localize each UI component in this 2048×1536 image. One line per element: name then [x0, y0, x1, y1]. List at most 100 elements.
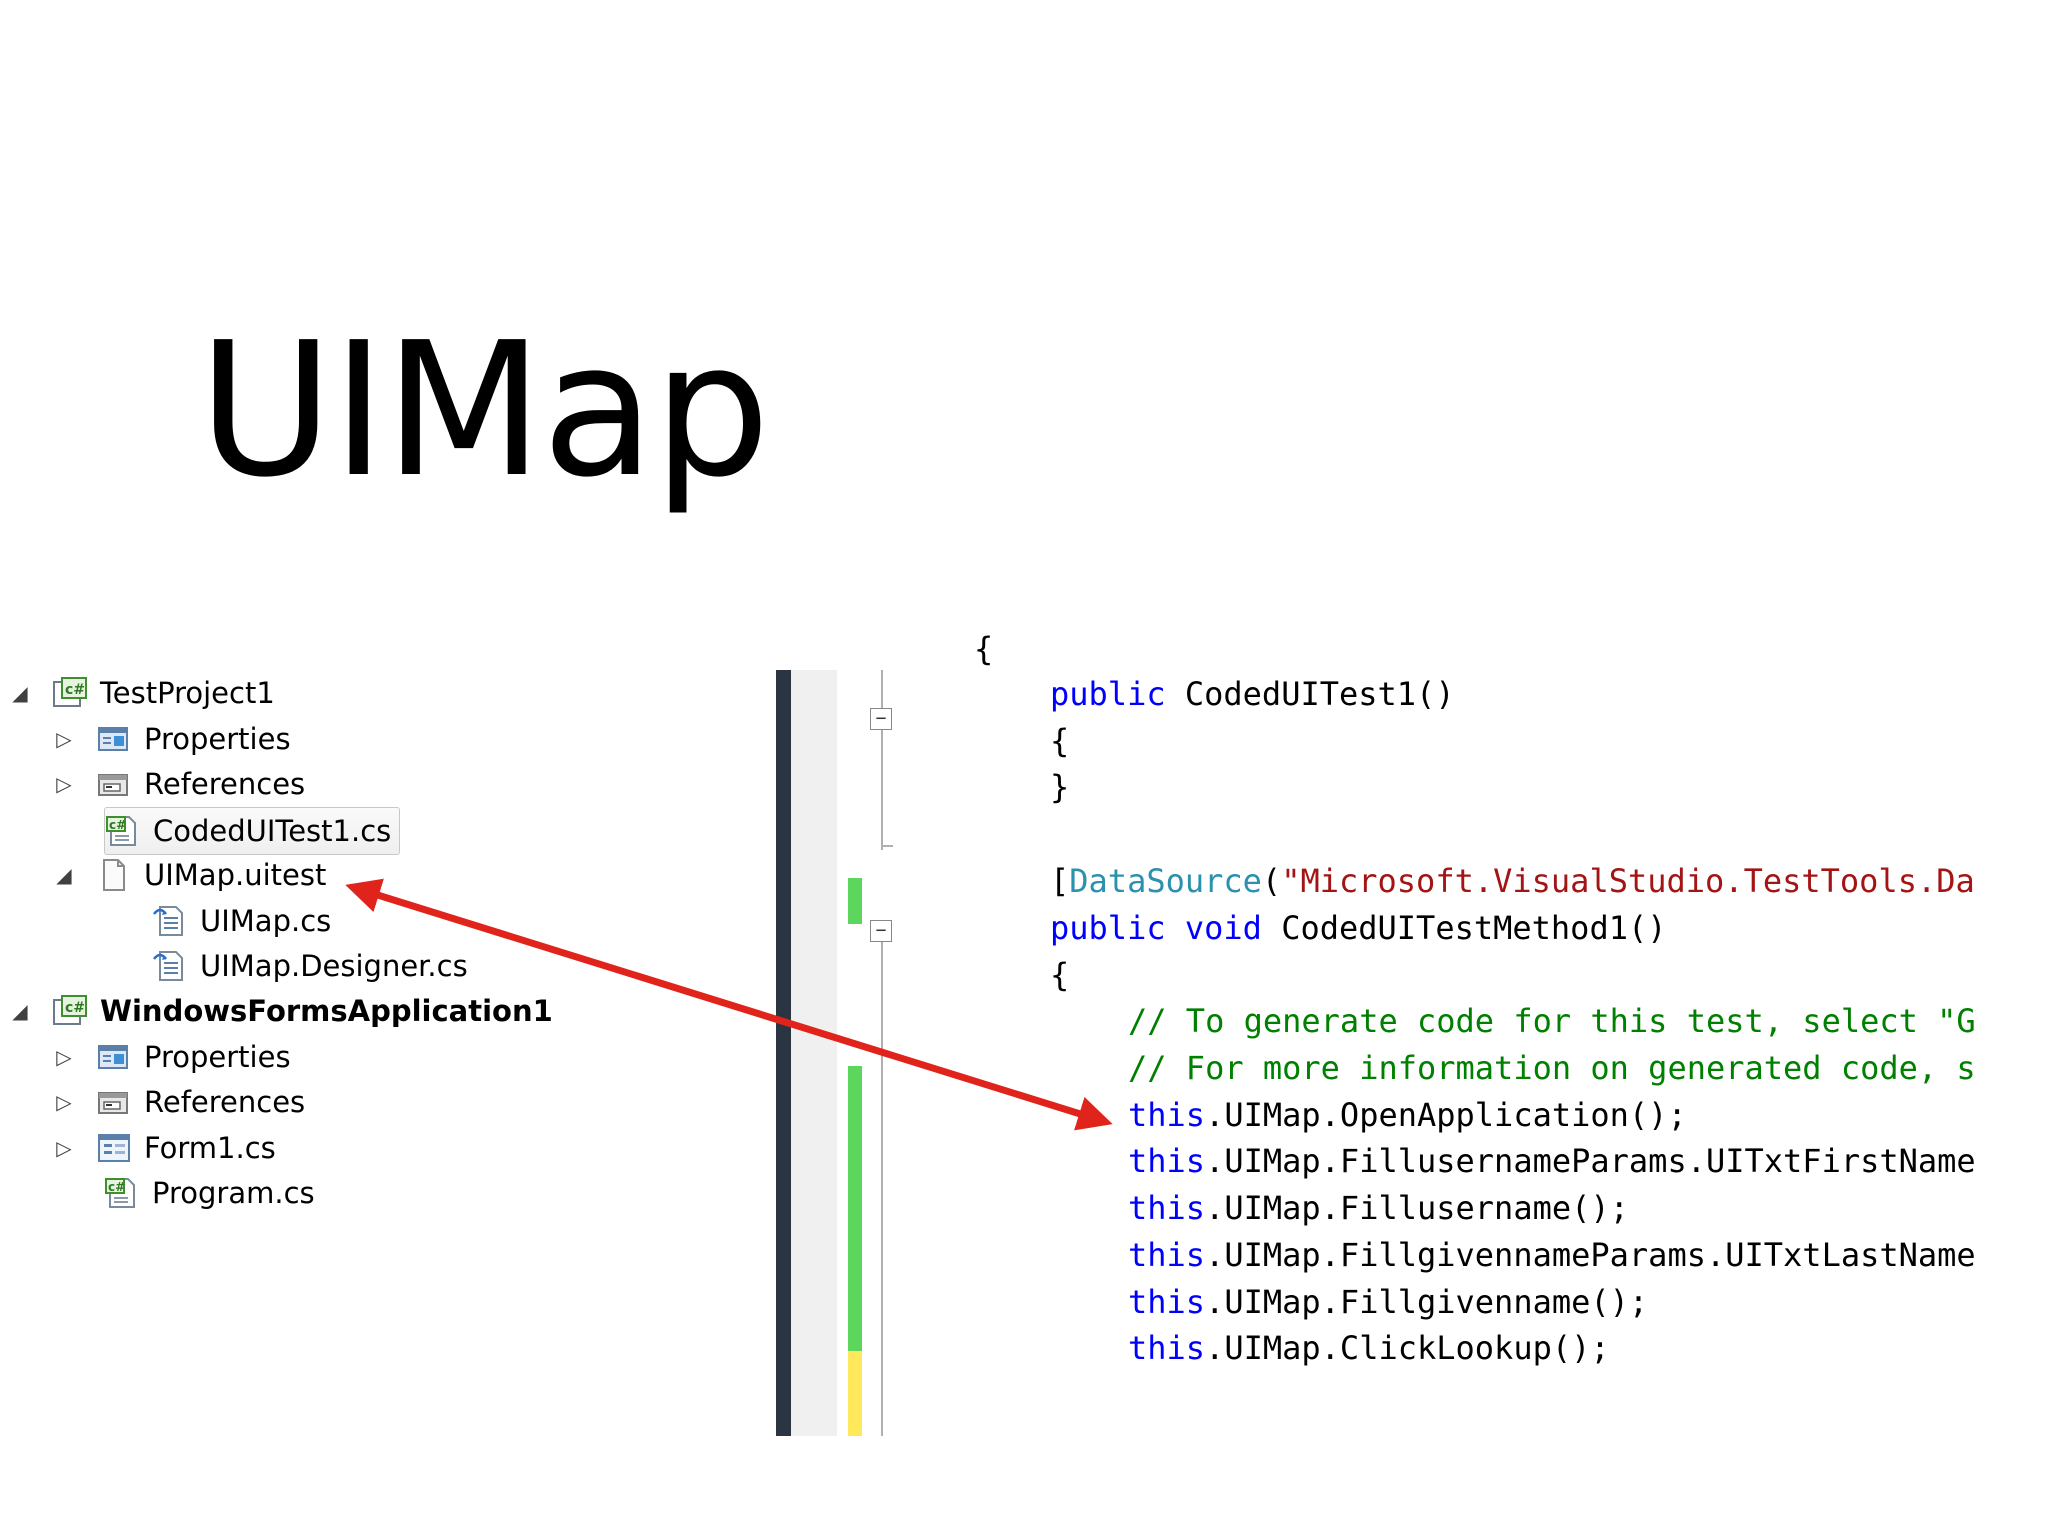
uitest-file-icon [96, 858, 132, 892]
code-token: .UIMap.Fillgivenname(); [1205, 1283, 1649, 1321]
tree-item[interactable]: ▷References [50, 1079, 305, 1125]
code-token: public [1050, 675, 1166, 713]
code-line[interactable]: { [974, 626, 993, 672]
outlining-guide [881, 942, 883, 1436]
tree-item[interactable]: UIMap.cs [152, 898, 331, 944]
code-token: this [1128, 1189, 1206, 1227]
tree-item-label: References [144, 767, 306, 801]
code-token: this [1128, 1329, 1206, 1367]
code-token: this [1128, 1142, 1206, 1180]
code-line[interactable]: this.UIMap.ClickLookup(); [1128, 1325, 1610, 1371]
tree-item-label: UIMap.Designer.cs [200, 949, 468, 983]
code-line[interactable]: { [1050, 952, 1069, 998]
code-token: this [1128, 1236, 1206, 1274]
code-editor[interactable]: { public CodedUITest1() {} [DataSource("Mic… [776, 630, 2008, 1436]
tree-item-label: Properties [144, 1040, 291, 1074]
code-token: } [1050, 768, 1070, 806]
svg-text:c#: c# [65, 682, 85, 698]
code-token: public [1050, 909, 1166, 947]
code-token: .UIMap.Fillusername(); [1205, 1189, 1629, 1227]
tree-item-label: CodedUITest1.cs [153, 814, 392, 848]
code-line[interactable]: this.UIMap.FillusernameParams.UITxtFirst… [1128, 1138, 1976, 1184]
svg-text:c#: c# [108, 1180, 125, 1194]
code-file-icon [152, 949, 188, 983]
tree-item-label: Properties [144, 722, 291, 756]
code-token: .UIMap.ClickLookup(); [1205, 1329, 1610, 1367]
tree-item[interactable]: c# Program.cs [104, 1170, 315, 1216]
outlining-guide [881, 845, 893, 847]
code-token: this [1128, 1096, 1206, 1134]
code-line[interactable]: this.UIMap.Fillusername(); [1128, 1185, 1629, 1231]
tree-item[interactable]: c# CodedUITest1.cs [104, 807, 401, 855]
tree-item-label: Program.cs [152, 1176, 315, 1210]
code-token: CodedUITestMethod1() [1261, 909, 1667, 947]
properties-icon [96, 722, 132, 756]
tree-item[interactable]: ◢ c# TestProject1 [6, 670, 275, 716]
tree-item[interactable]: ◢ c# WindowsFormsApplication1 [6, 988, 553, 1034]
code-line[interactable]: public CodedUITest1() [1050, 671, 1455, 717]
collapsed-arrow-icon[interactable]: ▷ [56, 1045, 72, 1069]
code-line[interactable]: { [1050, 718, 1069, 764]
code-line[interactable]: this.UIMap.FillgivennameParams.UITxtLast… [1128, 1232, 1976, 1278]
collapsed-arrow-icon[interactable]: ▷ [56, 772, 72, 796]
code-token: .UIMap.FillgivennameParams.UITxtLastName [1205, 1236, 1976, 1274]
references-icon [96, 1085, 132, 1119]
csharp-file-icon: c# [104, 1176, 140, 1210]
slide-title: UIMap [198, 302, 770, 518]
outlining-guide [881, 730, 883, 850]
collapsed-arrow-icon[interactable]: ▷ [56, 1090, 72, 1114]
collapse-region-icon[interactable]: − [870, 920, 892, 942]
change-indicator-unsaved [848, 1351, 862, 1436]
collapse-region-icon[interactable]: − [870, 708, 892, 730]
csharp-project-icon: c# [52, 676, 88, 710]
code-token: { [1050, 722, 1070, 760]
code-token: void [1184, 909, 1262, 947]
code-line[interactable]: public void CodedUITestMethod1() [1050, 905, 1667, 951]
code-token: ( [1261, 862, 1282, 900]
change-indicator-saved [848, 878, 862, 924]
code-line[interactable]: } [1050, 764, 1069, 810]
tree-item[interactable]: ▷ Properties [50, 716, 291, 762]
editor-indicator-margin [791, 670, 837, 1436]
tree-item-label: UIMap.cs [200, 904, 332, 938]
code-file-icon [152, 904, 188, 938]
code-token: .UIMap.FillusernameParams.UITxtFirstName [1205, 1142, 1976, 1180]
csharp-file-icon: c# [105, 814, 141, 848]
collapsed-arrow-icon[interactable]: ▷ [56, 1136, 72, 1160]
expanded-arrow-icon[interactable]: ◢ [12, 999, 28, 1023]
code-line[interactable]: // For more information on generated cod… [1128, 1045, 1976, 1091]
svg-text:c#: c# [65, 1000, 85, 1016]
code-line[interactable]: // To generate code for this test, selec… [1128, 998, 1976, 1044]
code-token: "Microsoft.VisualStudio.TestTools.Da [1281, 862, 1975, 900]
code-token [1166, 909, 1185, 947]
code-token: DataSource [1069, 862, 1262, 900]
expanded-arrow-icon[interactable]: ◢ [56, 863, 72, 887]
expanded-arrow-icon[interactable]: ◢ [12, 681, 28, 705]
editor-selection-margin [776, 670, 791, 1436]
code-line[interactable]: [DataSource("Microsoft.VisualStudio.Test… [1050, 858, 1975, 904]
tree-item[interactable]: UIMap.Designer.cs [152, 943, 468, 989]
form-file-icon [96, 1131, 132, 1165]
tree-item-label: TestProject1 [100, 676, 275, 710]
tree-item-label: WindowsFormsApplication1 [100, 994, 553, 1028]
code-token: [ [1050, 862, 1070, 900]
properties-icon [96, 1040, 132, 1074]
tree-item[interactable]: ◢ UIMap.uitest [50, 852, 326, 898]
code-line[interactable]: this.UIMap.Fillgivenname(); [1128, 1279, 1648, 1325]
change-indicator-saved [848, 1066, 862, 1351]
code-line[interactable]: this.UIMap.OpenApplication(); [1128, 1092, 1687, 1138]
code-token: CodedUITest1() [1165, 675, 1455, 713]
outlining-guide [881, 670, 883, 708]
code-token: this [1128, 1283, 1206, 1321]
tree-item[interactable]: ▷ References [50, 761, 305, 807]
tree-item-label: Form1.cs [144, 1131, 276, 1165]
references-icon [96, 767, 132, 801]
tree-item[interactable]: ▷ Form1.cs [50, 1125, 276, 1171]
code-token: { [974, 630, 994, 668]
code-token: // For more information on generated cod… [1128, 1049, 1976, 1087]
collapsed-arrow-icon[interactable]: ▷ [56, 727, 72, 751]
tree-item[interactable]: ▷ Properties [50, 1034, 291, 1080]
tree-item-label: UIMap.uitest [144, 858, 327, 892]
code-token: // To generate code for this test, selec… [1128, 1002, 1976, 1040]
